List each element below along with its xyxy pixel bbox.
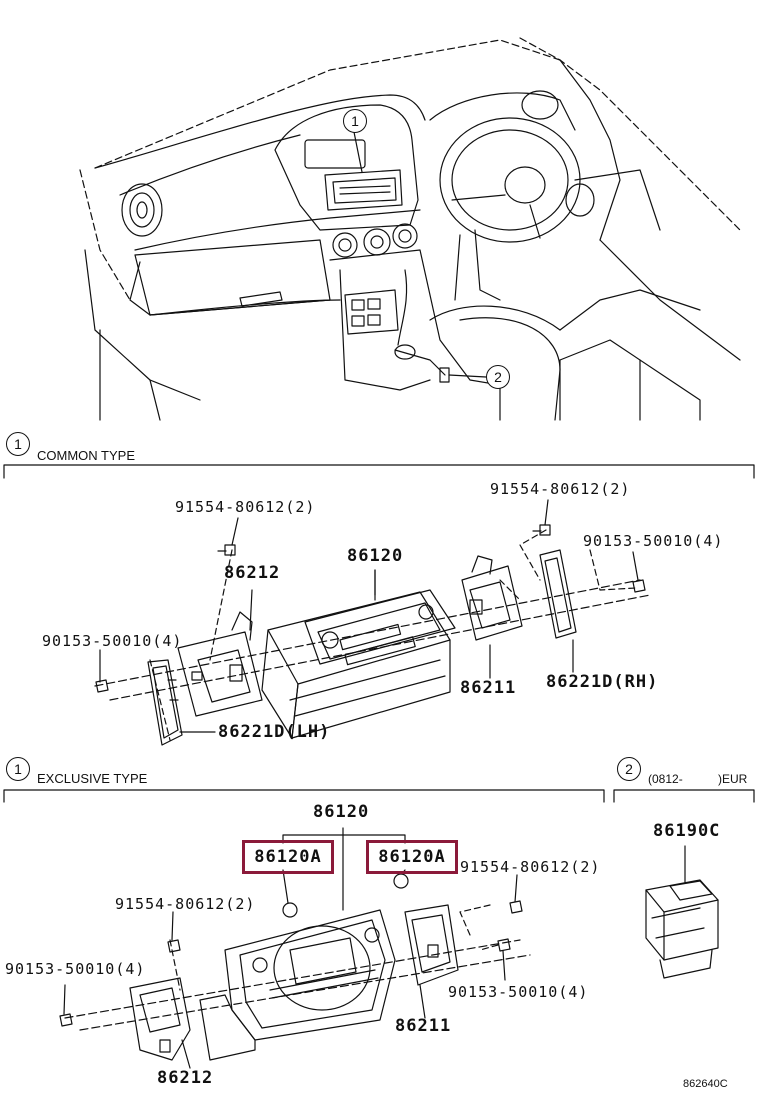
part-label-radio-86120[interactable]: 86120 bbox=[347, 546, 404, 566]
section-title-eur-end: )EUR bbox=[718, 772, 748, 786]
highlight-knob-right[interactable]: 86120A bbox=[366, 840, 458, 874]
common-type-drawing bbox=[94, 499, 651, 746]
section-title-exclusive: EXCLUSIVE TYPE bbox=[37, 771, 148, 786]
section-number-exclusive: 1 bbox=[6, 757, 30, 781]
part-label-bolt-right[interactable]: 90153-50010(4) bbox=[583, 532, 724, 550]
part-label-screw-left-exclusive[interactable]: 91554-80612(2) bbox=[115, 895, 256, 913]
part-label-cover-lh[interactable]: 86221D(LH) bbox=[218, 722, 331, 742]
section-number-eur: 2 bbox=[617, 757, 641, 781]
figure-code: 862640C bbox=[683, 1078, 728, 1090]
part-label-screw-left[interactable]: 91554-80612(2) bbox=[175, 498, 316, 516]
section-title-common: COMMON TYPE bbox=[37, 448, 135, 463]
callout-1: 1 bbox=[343, 109, 367, 133]
eur-switch-drawing bbox=[645, 845, 719, 979]
section-number-common: 1 bbox=[6, 432, 30, 456]
part-label-bolt-left[interactable]: 90153-50010(4) bbox=[42, 632, 183, 650]
exclusive-type-drawing bbox=[59, 827, 531, 1069]
part-label-knob-right: 86120A bbox=[378, 847, 446, 867]
part-label-radio-86120-exclusive[interactable]: 86120 bbox=[313, 802, 370, 822]
part-label-cover-rh[interactable]: 86221D(RH) bbox=[546, 672, 659, 692]
part-label-bracket-86211[interactable]: 86211 bbox=[460, 678, 517, 698]
section-frames bbox=[3, 464, 755, 803]
part-label-screw-right-exclusive[interactable]: 91554-80612(2) bbox=[460, 858, 601, 876]
highlight-knob-left[interactable]: 86120A bbox=[242, 840, 334, 874]
part-label-bracket-86212[interactable]: 86212 bbox=[224, 563, 281, 583]
part-label-bracket-86211-exclusive[interactable]: 86211 bbox=[395, 1016, 452, 1036]
part-label-bolt-left-exclusive[interactable]: 90153-50010(4) bbox=[5, 960, 146, 978]
part-label-knob-left: 86120A bbox=[254, 847, 322, 867]
part-label-bracket-86212-exclusive[interactable]: 86212 bbox=[157, 1068, 214, 1088]
callout-2: 2 bbox=[486, 365, 510, 389]
part-label-bolt-right-exclusive[interactable]: 90153-50010(4) bbox=[448, 983, 589, 1001]
section-title-eur-start: (0812- bbox=[648, 772, 683, 786]
part-label-screw-right[interactable]: 91554-80612(2) bbox=[490, 480, 631, 498]
dashboard-drawing bbox=[79, 37, 741, 421]
part-label-switch-86190c[interactable]: 86190C bbox=[653, 821, 721, 841]
